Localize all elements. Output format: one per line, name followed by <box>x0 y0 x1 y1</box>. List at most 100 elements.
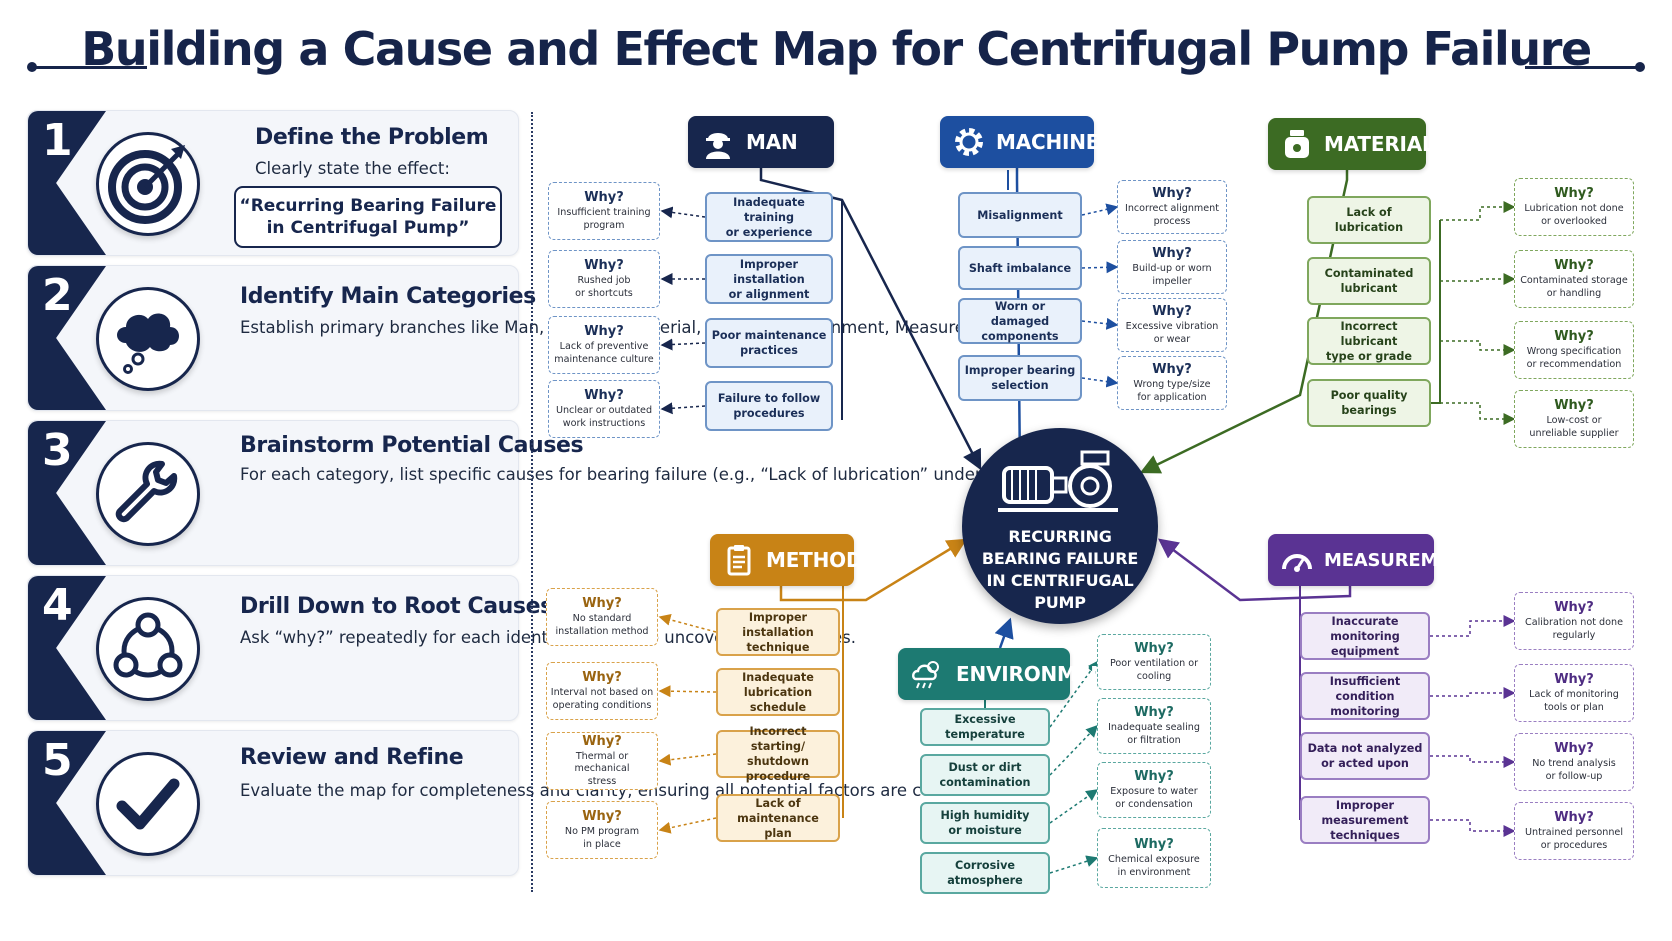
measurement-spine <box>1158 538 1352 602</box>
man-cause-2: Improper installation or alignment <box>705 254 833 304</box>
man-why-4: Why?Unclear or outdated work instruction… <box>548 380 660 438</box>
why-heading: Why? <box>584 258 624 273</box>
why-heading: Why? <box>1134 769 1174 784</box>
why-heading: Why? <box>1554 600 1594 615</box>
machine-cause-2: Shaft imbalance <box>958 246 1082 290</box>
material-cause-2: Contaminated lubricant <box>1307 257 1431 305</box>
machine-cause-4: Improper bearing selection <box>958 355 1082 401</box>
why-text: Exposure to water or condensation <box>1110 786 1198 810</box>
measurement-why-link <box>1430 819 1516 837</box>
environment-cause-3: High humidity or moisture <box>920 802 1050 844</box>
why-text: Incorrect alignment process <box>1124 203 1220 227</box>
man-spine <box>759 168 982 471</box>
why-text: Unclear or outdated work instructions <box>555 405 653 429</box>
material-rail <box>1431 220 1441 404</box>
why-heading: Why? <box>1152 246 1192 261</box>
why-text: Low-cost or unreliable supplier <box>1529 415 1619 439</box>
environment-why-link <box>1049 660 1098 728</box>
why-text: Lack of preventive maintenance culture <box>554 341 654 365</box>
worker-icon <box>700 124 736 160</box>
category-measurement-header: MEASUREMENT <box>1268 534 1477 586</box>
category-label: MACHINE <box>996 130 1100 154</box>
why-text: Wrong specification or recommendation <box>1526 346 1622 370</box>
measurement-why-1: Why? Calibration not done regularly <box>1514 592 1634 650</box>
method-cause-2: Inadequate lubrication schedule <box>716 668 840 716</box>
environment-cause-1: Excessive temperature <box>920 708 1050 746</box>
method-why-1: Why?No standard installation method <box>546 588 658 646</box>
effect-statement: “Recurring Bearing Failure in Centrifuga… <box>234 186 502 248</box>
why-heading: Why? <box>1554 810 1594 825</box>
method-why-link <box>658 817 717 834</box>
why-text: Insufficient training program <box>557 207 651 231</box>
why-heading: Why? <box>1152 304 1192 319</box>
why-text: Wrong type/size for application <box>1133 379 1211 403</box>
material-why-link <box>1440 402 1516 425</box>
why-text: No trend analysis or follow-up <box>1532 758 1616 782</box>
environment-cause-4: Corrosive atmosphere <box>920 852 1050 894</box>
category-man-header: MAN <box>688 116 834 168</box>
title-left-rule <box>32 66 147 69</box>
environment-cause-2: Dust or dirt contamination <box>920 754 1050 796</box>
why-heading: Why? <box>584 190 624 205</box>
why-text: Contaminated storage or handling <box>1520 275 1628 299</box>
why-heading: Why? <box>584 324 624 339</box>
clipboard-icon <box>722 542 756 578</box>
why-text: Lubrication not done or overlooked <box>1524 203 1624 227</box>
why-heading: Why? <box>1554 398 1594 413</box>
step-description: Clearly state the effect: <box>255 159 450 178</box>
machine-why-4: Why?Wrong type/size for application <box>1117 356 1227 410</box>
effect-center-circle: RECURRING BEARING FAILURE IN CENTRIFUGAL… <box>962 428 1158 624</box>
category-label: METHOD <box>766 548 863 572</box>
why-heading: Why? <box>1554 672 1594 687</box>
cycle-icon <box>96 597 200 701</box>
environment-why-1: Why?Poor ventilation or cooling <box>1097 634 1211 690</box>
measurement-why-3: Why?No trend analysis or follow-up <box>1514 733 1634 791</box>
step-title: Review and Refine <box>240 745 464 770</box>
why-heading: Why? <box>1134 705 1174 720</box>
environment-why-2: Why?Inadequate sealing or filtration <box>1097 698 1211 754</box>
why-text: Untrained personnel or procedures <box>1524 827 1623 851</box>
material-why-link <box>1440 340 1516 356</box>
wrench-icon <box>96 442 200 546</box>
title-right-dot <box>1635 62 1645 72</box>
page-title: Building a Cause and Effect Map for Cent… <box>81 22 1592 76</box>
step-title: Brainstorm Potential Causes <box>240 433 584 458</box>
material-why-4: Why? Low-cost or unreliable supplier <box>1514 390 1634 448</box>
why-heading: Why? <box>1134 837 1174 852</box>
material-why-link <box>1440 201 1516 221</box>
machine-why-link <box>1081 261 1119 274</box>
why-text: Poor ventilation or cooling <box>1109 658 1199 682</box>
measurement-why-4: Why? Untrained personnel or procedures <box>1514 802 1634 860</box>
step-number: 5 <box>42 735 73 786</box>
measurement-why-link <box>1430 687 1516 699</box>
machine-why-link <box>1081 375 1119 388</box>
step-number: 4 <box>42 580 73 631</box>
environment-why-3: Why? Exposure to water or condensation <box>1097 762 1211 818</box>
why-text: Interval not based on operating conditio… <box>550 687 654 711</box>
step-1: 1 Define the Problem Clearly state the e… <box>27 110 519 256</box>
why-heading: Why? <box>582 809 622 824</box>
measurement-why-link <box>1430 755 1516 768</box>
why-text: Calibration not done regularly <box>1525 617 1623 641</box>
why-text: No standard installation method <box>555 613 649 637</box>
category-label: ENVIRONMENT <box>956 662 1121 686</box>
method-why-link <box>658 753 717 766</box>
material-cause-1: Lack of lubrication <box>1307 196 1431 244</box>
category-label: MATERIAL <box>1324 132 1435 156</box>
man-why-1: Why? Insufficient training program <box>548 182 660 240</box>
machine-why-3: Why?Excessive vibration or wear <box>1117 298 1227 352</box>
man-why-link <box>660 206 706 219</box>
why-text: Thermal or mechanical stress <box>574 750 630 787</box>
why-text: Lack of monitoring tools or plan <box>1529 689 1619 713</box>
why-heading: Why? <box>582 733 622 749</box>
method-why-link <box>658 685 717 698</box>
environment-why-4: Why?Chemical exposure in environment <box>1097 828 1211 888</box>
man-cause-3: Poor maintenance practices <box>705 318 833 368</box>
why-text: No PM program in place <box>564 826 640 850</box>
step-description: For each category, list specific causes … <box>240 465 1066 484</box>
method-why-4: Why? No PM program in place <box>546 801 658 859</box>
environment-why-link <box>1049 855 1099 874</box>
measurement-why-2: Why? Lack of monitoring tools or plan <box>1514 664 1634 722</box>
category-material-header: MATERIAL <box>1268 118 1435 170</box>
effect-label: RECURRING BEARING FAILURE IN CENTRIFUGAL… <box>981 527 1139 612</box>
